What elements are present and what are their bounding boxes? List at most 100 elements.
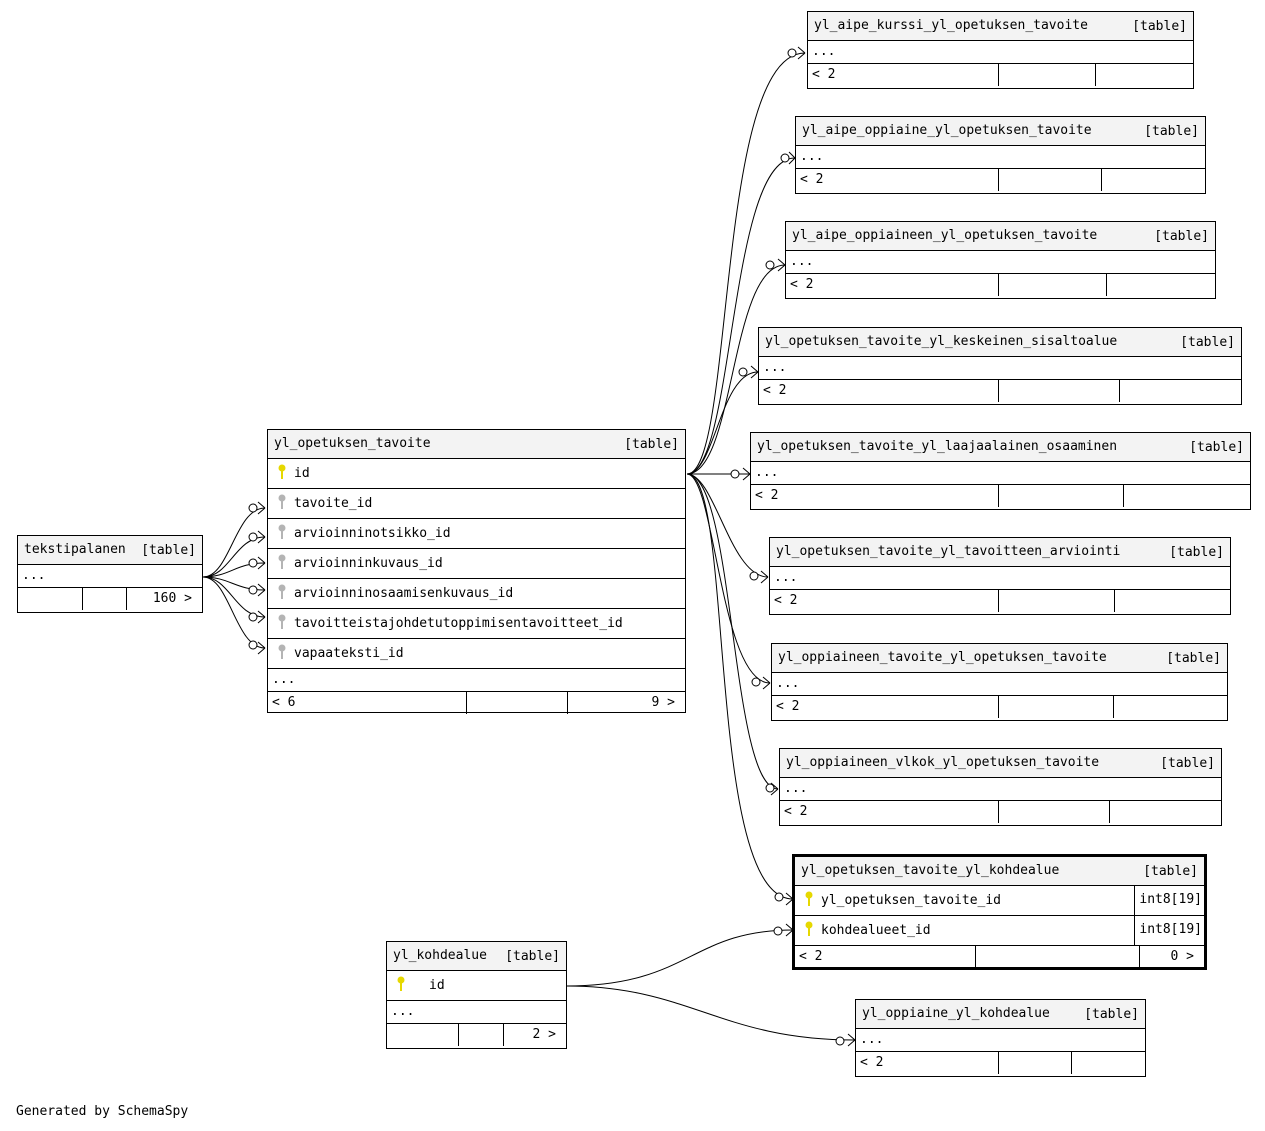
foreign-key-icon <box>278 524 286 539</box>
table-footer: < 2 <box>786 274 1215 296</box>
table-name: yl_opetuksen_tavoite_yl_laajaalainen_osa… <box>757 439 1118 454</box>
table-yl-oppiaineen-tavoite-yl-opetuksen-tavoite[interactable]: yl_oppiaineen_tavoite_yl_opetuksen_tavoi… <box>771 643 1228 721</box>
table-yl-aipe-kurssi-yl-opetuksen-tavoite[interactable]: yl_aipe_kurssi_yl_opetuksen_tavoite [tabl… <box>807 11 1194 89</box>
more-columns: ... <box>751 462 1250 485</box>
more-columns: ... <box>18 565 202 588</box>
table-footer: < 2 <box>856 1052 1145 1074</box>
column-row: tavoite_id <box>268 489 685 519</box>
table-tekstipalanen[interactable]: tekstipalanen [table] ... 160 > <box>17 535 203 613</box>
table-name: yl_oppiaineen_tavoite_yl_opetuksen_tavoi… <box>778 650 1107 665</box>
table-yl-oppiaineen-vlkok-yl-opetuksen-tavoite[interactable]: yl_oppiaineen_vlkok_yl_opetuksen_tavoite… <box>779 748 1222 826</box>
more-columns: ... <box>796 146 1205 169</box>
parents-count: < 2 <box>784 804 808 819</box>
more-columns: ... <box>268 669 685 692</box>
column-name: yl_opetuksen_tavoite_id <box>821 893 1002 908</box>
generated-by-credit: Generated by SchemaSpy <box>16 1104 189 1119</box>
parents-count: < 2 <box>774 593 798 608</box>
more-columns: ... <box>808 41 1193 64</box>
table-name: yl_opetuksen_tavoite_yl_kohdealue <box>801 863 1060 878</box>
table-name: yl_oppiaine_yl_kohdealue <box>862 1006 1050 1021</box>
table-type-tag: [table] <box>1180 335 1235 350</box>
table-footer: 160 > <box>18 588 202 610</box>
table-footer: < 2 <box>770 590 1230 612</box>
table-name: yl_opetuksen_tavoite_yl_tavoitteen_arvio… <box>776 544 1121 559</box>
children-count: 160 > <box>152 591 192 606</box>
table-type-tag: [table] <box>1166 651 1221 666</box>
primary-key-icon <box>278 464 286 479</box>
column-row: id <box>268 459 685 489</box>
table-name: yl_opetuksen_tavoite <box>274 436 431 451</box>
column-name: arvioinninkuvaus_id <box>294 556 443 571</box>
column-row: kohdealueet_id int8[19] <box>795 916 1204 946</box>
column-row: arvioinninkuvaus_id <box>268 549 685 579</box>
table-type-tag: [table] <box>505 949 560 964</box>
column-name: arvioinninotsikko_id <box>294 526 451 541</box>
more-columns: ... <box>856 1029 1145 1052</box>
table-yl-kohdealue[interactable]: yl_kohdealue [table] id ... 2 > <box>386 941 567 1049</box>
table-type-tag: [table] <box>1144 124 1199 139</box>
foreign-key-icon <box>278 644 286 659</box>
table-footer: < 2 <box>772 696 1227 718</box>
table-yl-oppiaine-yl-kohdealue[interactable]: yl_oppiaine_yl_kohdealue[table] ... < 2 <box>855 999 1146 1077</box>
table-yl-opetuksen-tavoite-yl-kohdealue[interactable]: yl_opetuksen_tavoite_yl_kohdealue [table]… <box>792 854 1207 970</box>
table-yl-opetuksen-tavoite-yl-laajaalainen-osaaminen[interactable]: yl_opetuksen_tavoite_yl_laajaalainen_osa… <box>750 432 1251 510</box>
table-type-tag: [table] <box>1154 229 1209 244</box>
table-name: yl_kohdealue <box>393 948 487 963</box>
column-name: vapaateksti_id <box>294 646 404 661</box>
table-header: tekstipalanen [table] <box>18 536 202 565</box>
table-name: yl_oppiaineen_vlkok_yl_opetuksen_tavoite <box>786 755 1100 770</box>
column-row: yl_opetuksen_tavoite_id int8[19] <box>795 886 1204 916</box>
table-footer: < 2 <box>780 801 1221 823</box>
more-columns: ... <box>786 251 1215 274</box>
children-count: 0 > <box>1170 949 1194 964</box>
parents-count: < 6 <box>272 695 296 710</box>
column-row: tavoitteistajohdetutoppimisentavoitteet_… <box>268 609 685 639</box>
parents-count: < 2 <box>755 488 779 503</box>
column-row: id <box>387 971 566 1001</box>
table-footer: < 6 9 > <box>268 692 685 714</box>
parents-count: < 2 <box>799 949 823 964</box>
primary-key-icon <box>805 891 813 906</box>
column-name: arvioinninosaamisenkuvaus_id <box>294 586 514 601</box>
table-yl-aipe-oppiaineen-yl-opetuksen-tavoite[interactable]: yl_aipe_oppiaineen_yl_opetuksen_tavoite[… <box>785 221 1216 299</box>
column-name: kohdealueet_id <box>821 923 931 938</box>
column-name: id <box>429 978 445 993</box>
primary-key-icon <box>397 976 405 991</box>
table-name: tekstipalanen <box>24 542 126 557</box>
table-type-tag: [table] <box>1169 545 1224 560</box>
table-footer: < 2 <box>751 485 1250 507</box>
parents-count: < 2 <box>763 383 787 398</box>
children-count: 2 > <box>532 1027 556 1042</box>
table-yl-opetuksen-tavoite-yl-keskeinen-sisaltoalue[interactable]: yl_opetuksen_tavoite_yl_keskeinen_sisalt… <box>758 327 1242 405</box>
more-columns: ... <box>780 778 1221 801</box>
parents-count: < 2 <box>860 1055 884 1070</box>
foreign-key-icon <box>278 614 286 629</box>
more-columns: ... <box>759 357 1241 380</box>
foreign-key-icon <box>278 554 286 569</box>
column-name: tavoite_id <box>294 496 373 511</box>
table-type-tag: [table] <box>1132 19 1187 34</box>
table-yl-opetuksen-tavoite-yl-tavoitteen-arviointi[interactable]: yl_opetuksen_tavoite_yl_tavoitteen_arvio… <box>769 537 1231 615</box>
table-type-tag: [table] <box>624 437 679 452</box>
table-name: yl_aipe_oppiaine_yl_opetuksen_tavoite <box>802 123 1092 138</box>
table-yl-aipe-oppiaine-yl-opetuksen-tavoite[interactable]: yl_aipe_oppiaine_yl_opetuksen_tavoite [ta… <box>795 116 1206 194</box>
more-columns: ... <box>772 673 1227 696</box>
table-name: yl_aipe_kurssi_yl_opetuksen_tavoite <box>814 18 1088 33</box>
table-type-tag: [table] <box>141 543 196 558</box>
table-yl-opetuksen-tavoite[interactable]: yl_opetuksen_tavoite [table] id tavoite_… <box>267 429 686 714</box>
column-name: tavoitteistajohdetutoppimisentavoitteet_… <box>294 616 623 631</box>
parents-count: < 2 <box>812 67 836 82</box>
table-type-tag: [table] <box>1143 864 1198 879</box>
primary-key-icon <box>805 921 813 936</box>
parents-count: < 2 <box>776 699 800 714</box>
column-type: int8[19] <box>1134 916 1204 945</box>
table-footer: < 2 <box>759 380 1241 402</box>
parents-count: < 2 <box>800 172 824 187</box>
parents-count: < 2 <box>790 277 814 292</box>
table-type-tag: [table] <box>1189 440 1244 455</box>
children-count: 9 > <box>651 695 675 710</box>
table-header: yl_opetuksen_tavoite [table] <box>268 430 685 459</box>
table-footer: 2 > <box>387 1024 566 1046</box>
table-type-tag: [table] <box>1160 756 1215 771</box>
